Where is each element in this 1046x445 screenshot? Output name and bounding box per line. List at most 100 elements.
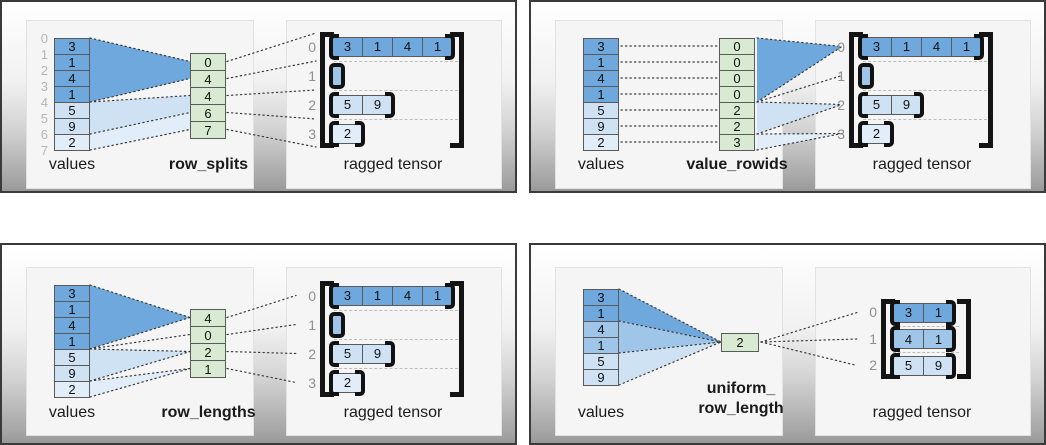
tensor-cell: 1 xyxy=(362,36,393,57)
tensor-row-empty xyxy=(329,61,345,90)
tensor-row: 5 9 xyxy=(329,90,395,119)
row-index-label: 1 xyxy=(308,317,316,333)
param-cell: 4 xyxy=(190,309,226,327)
value-cell: 3 xyxy=(54,38,90,55)
value-cell: 2 xyxy=(54,381,90,398)
value-cell: 4 xyxy=(583,70,619,87)
row-bracket-right xyxy=(864,62,874,89)
panel-value-rowids: 3 1 4 1 5 9 2 0 0 0 0 2 2 3 0 1 2 3 3 1 … xyxy=(529,0,1046,193)
tensor-bracket-left xyxy=(881,299,895,379)
method-label-line2: row_length xyxy=(698,400,784,417)
param-cell: 0 xyxy=(719,86,755,103)
value-cell: 3 xyxy=(54,285,90,302)
method-label-line1: uniform_ xyxy=(706,380,776,397)
values-label: values xyxy=(577,156,625,173)
row-bracket-right xyxy=(884,120,894,147)
row-separator xyxy=(863,61,987,62)
row-separator xyxy=(863,90,987,91)
value-cell: 9 xyxy=(54,118,90,135)
param-cell: 7 xyxy=(190,121,226,139)
value-cell: 3 xyxy=(583,289,619,306)
tensor-cell: 1 xyxy=(362,285,393,306)
value-cell: 1 xyxy=(583,86,619,103)
value-cell: 9 xyxy=(583,118,619,135)
row-separator xyxy=(334,368,458,369)
row-bracket-left xyxy=(329,369,339,396)
row-bracket-right xyxy=(355,369,365,396)
value-cell: 5 xyxy=(583,102,619,119)
row-bracket-right xyxy=(946,352,956,379)
method-label: row_splits xyxy=(168,156,249,173)
row-bracket-left xyxy=(890,299,900,326)
output-label: ragged tensor xyxy=(872,156,972,173)
row-separator xyxy=(893,326,959,327)
tensor-cell: 1 xyxy=(891,36,922,57)
param-cell: 2 xyxy=(719,102,755,119)
value-cell: 1 xyxy=(583,305,619,322)
tensor-row: 2 xyxy=(329,119,365,148)
method-label: row_lengths xyxy=(161,404,256,421)
row-bracket-left xyxy=(858,91,868,118)
tensor-bracket-left xyxy=(849,32,863,148)
value-cell: 9 xyxy=(54,365,90,382)
tensor-bracket-left xyxy=(320,32,334,148)
tensor-row: 3 1 4 1 xyxy=(329,32,455,61)
row-bracket-right xyxy=(335,311,345,338)
row-separator xyxy=(334,339,458,340)
value-index-label: 1 xyxy=(40,47,48,62)
tensor-row: 5 9 xyxy=(890,352,956,379)
value-cell: 9 xyxy=(583,369,619,386)
row-index-label: 1 xyxy=(308,68,316,84)
values-label: values xyxy=(48,156,96,173)
row-bracket-left xyxy=(858,33,868,60)
param-cell: 0 xyxy=(190,326,226,344)
tensor-bracket-right xyxy=(450,281,464,397)
value-cell: 5 xyxy=(54,102,90,119)
value-cell: 1 xyxy=(583,54,619,71)
row-bracket-left xyxy=(329,33,339,60)
row-bracket-right xyxy=(445,33,455,60)
param-cell: 2 xyxy=(721,333,759,352)
value-cell: 4 xyxy=(54,317,90,334)
row-bracket-left xyxy=(329,120,339,147)
row-bracket-right xyxy=(445,282,455,309)
row-bracket-left xyxy=(329,311,339,338)
param-cell: 2 xyxy=(719,118,755,135)
value-cell: 4 xyxy=(54,70,90,87)
panel-row-splits: 0 1 2 3 4 5 6 7 3 1 4 1 5 9 2 0 4 4 6 7 … xyxy=(0,0,517,193)
param-cell: 0 xyxy=(190,53,226,71)
value-index-label: 4 xyxy=(40,95,48,110)
param-cell: 0 xyxy=(719,38,755,55)
row-index-label: 3 xyxy=(837,126,845,142)
value-cell: 3 xyxy=(583,38,619,55)
value-cell: 1 xyxy=(583,337,619,354)
param-cell: 6 xyxy=(190,104,226,122)
row-bracket-right xyxy=(355,120,365,147)
tensor-bracket-left xyxy=(320,281,334,397)
row-separator xyxy=(863,119,987,120)
tensor-bracket-right xyxy=(979,32,993,148)
tensor-row: 2 xyxy=(858,119,894,148)
row-bracket-left xyxy=(858,62,868,89)
row-bracket-left xyxy=(329,91,339,118)
tensor-row: 3 1 4 1 xyxy=(858,32,984,61)
row-bracket-left xyxy=(858,120,868,147)
tensor-cell: 4 xyxy=(392,285,423,306)
tensor-cell: 4 xyxy=(921,36,952,57)
row-index-label: 1 xyxy=(869,331,877,347)
row-bracket-left xyxy=(329,340,339,367)
row-index-label: 2 xyxy=(837,97,845,113)
value-cell: 2 xyxy=(54,134,90,151)
value-index-label: 0 xyxy=(40,31,48,46)
output-label: ragged tensor xyxy=(872,404,972,421)
row-separator xyxy=(334,119,458,120)
tensor-row: 3 1 4 1 xyxy=(329,281,455,310)
param-cell: 1 xyxy=(190,360,226,378)
row-index-label: 3 xyxy=(308,126,316,142)
tensor-row-empty xyxy=(329,310,345,339)
method-label: value_rowids xyxy=(686,156,788,173)
tensor-row: 2 xyxy=(329,368,365,397)
row-separator xyxy=(334,90,458,91)
value-cell: 2 xyxy=(583,134,619,151)
row-separator xyxy=(334,61,458,62)
